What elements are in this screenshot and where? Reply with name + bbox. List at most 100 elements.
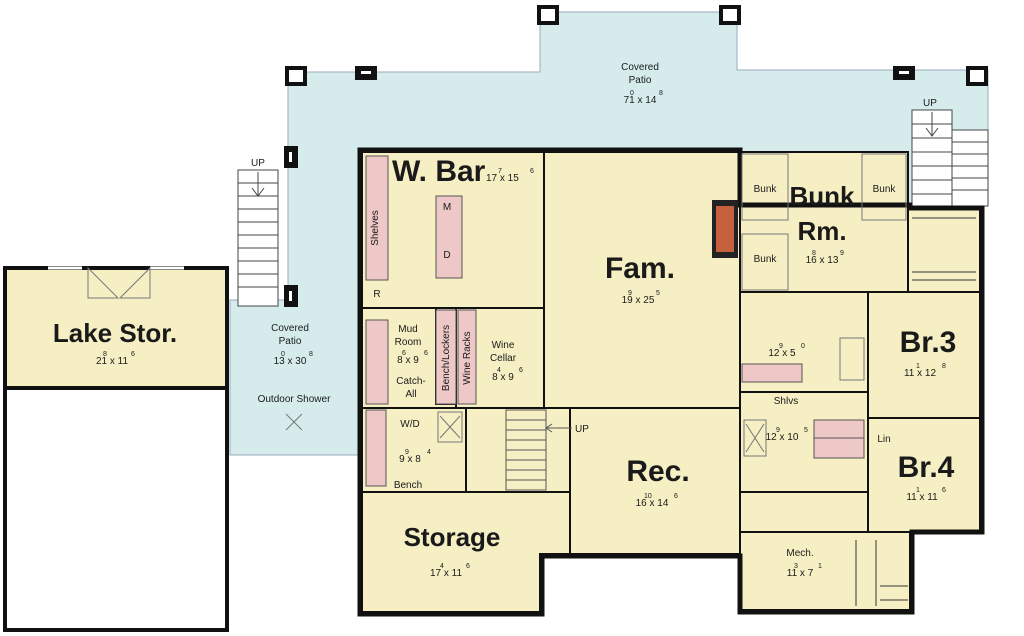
sup: 6 — [519, 367, 523, 374]
w-bar-name: W. Bar — [392, 155, 486, 188]
mech-name: Mech. — [786, 548, 813, 559]
catch-all-label1: Catch- — [396, 376, 425, 387]
sup: 4 — [497, 367, 501, 374]
sup: 3 — [794, 563, 798, 570]
interior-stairs — [505, 409, 572, 491]
sup: 6 — [131, 351, 135, 358]
bunk-beds — [741, 153, 907, 291]
mud-room-dim: 8 x 9 — [397, 355, 419, 366]
sup: 9 — [776, 427, 780, 434]
sup: 6 — [942, 487, 946, 494]
sup: 6 — [466, 563, 470, 570]
sup: 10 — [644, 493, 652, 500]
right-stairs — [911, 109, 989, 207]
br3-name: Br.3 — [900, 326, 957, 359]
bunk-rm-dim: 16 x 13 — [806, 255, 839, 266]
sup: 4 — [440, 563, 444, 570]
rec-dim: 16 x 14 — [636, 498, 669, 509]
sup: 1 — [916, 487, 920, 494]
shelves-label: Shelves — [370, 210, 381, 246]
sup: 1 — [916, 363, 920, 370]
wine-cellar-dim: 8 x 9 — [492, 372, 514, 383]
sup: 6 — [424, 350, 428, 357]
wine-cellar-name2: Cellar — [490, 353, 517, 364]
sup: 6 — [530, 168, 534, 175]
shlvs-label: Shlvs — [774, 396, 798, 407]
up-label-left: UP — [251, 158, 265, 169]
dimension-superscripts: 0 8 0 8 8 6 7 6 9 5 8 9 6 6 4 6 9 0 1 8 … — [103, 90, 946, 570]
closet-rods — [855, 217, 976, 606]
covered-patio-left-name1: Covered — [271, 323, 309, 334]
sup: 9 — [840, 250, 844, 257]
fireplace — [712, 200, 738, 258]
sup: 9 — [405, 449, 409, 456]
up-label-right: UP — [923, 98, 937, 109]
bench-label: Bench — [394, 480, 422, 491]
wine-racks-label: Wine Racks — [462, 331, 473, 384]
storage-name: Storage — [404, 522, 501, 552]
rooms — [361, 151, 981, 613]
mech-dim: 11 x 7 — [787, 568, 814, 579]
sup: 9 — [628, 290, 632, 297]
bunk-label-3: Bunk — [873, 184, 897, 195]
sup: 0 — [630, 90, 634, 97]
bunk-rm-name2: Rm. — [797, 216, 846, 246]
shower-marks — [285, 337, 865, 457]
laundry-dim: 9 x 8 — [399, 454, 421, 465]
fam-dim: 19 x 25 — [622, 295, 655, 306]
bench-lockers-label: Bench/Lockers — [441, 325, 452, 391]
sup: 8 — [659, 90, 663, 97]
sup: 4 — [427, 449, 431, 456]
br4-name: Br.4 — [898, 451, 955, 484]
fridge-r-label: R — [373, 289, 380, 300]
lake-stor-name: Lake Stor. — [53, 318, 177, 348]
bunk-rm-name1: Bunk — [790, 181, 856, 211]
br4-dim: 11 x 11 — [906, 492, 938, 503]
w-bar-dim: 17 x 15 — [486, 173, 519, 184]
covered-patio-left-dim: 13 x 30 — [274, 356, 307, 367]
mud-room-name1: Mud — [398, 324, 417, 335]
covered-patio-top-name1: Covered — [621, 62, 659, 73]
lin-label: Lin — [877, 434, 890, 445]
covered-patio-top-name2: Patio — [629, 75, 652, 86]
sup: 8 — [309, 351, 313, 358]
sup: 8 — [942, 363, 946, 370]
sup: 6 — [674, 493, 678, 500]
sup: 5 — [656, 290, 660, 297]
sup: 5 — [804, 427, 808, 434]
wd-label: W/D — [400, 419, 419, 430]
bath2-dim: 12 x 10 — [766, 432, 799, 443]
sup: 7 — [498, 168, 502, 175]
island-m-label: M — [443, 202, 451, 213]
wine-cellar-name1: Wine — [492, 340, 515, 351]
catch-all-label2: All — [405, 389, 416, 400]
covered-patio-left-name2: Patio — [279, 336, 302, 347]
sup: 8 — [103, 351, 107, 358]
lake-stor-dim: 21 x 11 — [96, 356, 128, 367]
pink-fixtures — [365, 155, 865, 487]
outdoor-shower-label: Outdoor Shower — [258, 394, 331, 405]
storage-dim: 17 x 11 — [430, 568, 462, 579]
sup: 0 — [801, 343, 805, 350]
sup: 9 — [779, 343, 783, 350]
rec-name: Rec. — [626, 455, 689, 488]
mud-room-name2: Room — [395, 337, 422, 348]
covered-patio-top-dim: 71 x 14 — [624, 95, 657, 106]
br3-dim: 11 x 12 — [904, 368, 936, 379]
left-stairs — [237, 169, 279, 307]
island-d-label: D — [443, 250, 450, 261]
lake-storage — [3, 266, 229, 632]
room-labels: Covered Patio 71 x 14 UP UP UP Covered P… — [53, 62, 957, 579]
sup: 8 — [812, 250, 816, 257]
sup: 1 — [818, 563, 822, 570]
bath1-dim: 12 x 5 — [768, 348, 796, 359]
bunk-label-2: Bunk — [754, 254, 778, 265]
sup: 0 — [281, 351, 285, 358]
sup: 6 — [402, 350, 406, 357]
patio-posts — [284, 5, 988, 307]
fam-name: Fam. — [605, 252, 675, 285]
up-label-interior: UP — [575, 424, 589, 435]
bunk-label-1: Bunk — [754, 184, 778, 195]
exterior-walls — [357, 147, 985, 617]
